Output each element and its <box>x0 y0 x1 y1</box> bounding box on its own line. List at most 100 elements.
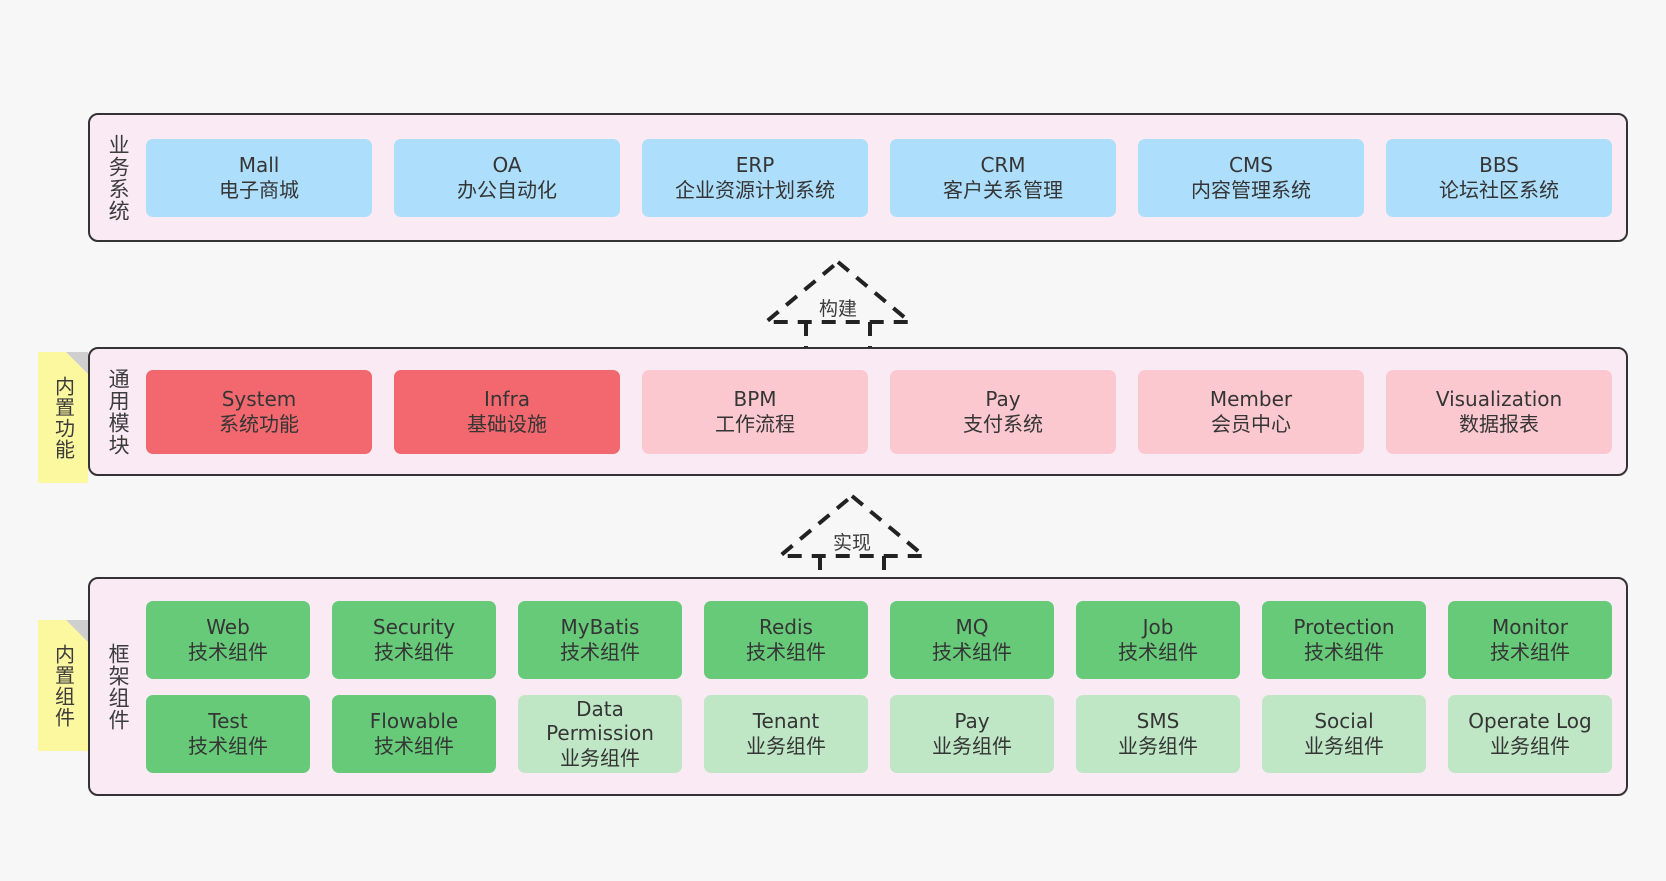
card-subtitle: 业务组件 <box>1118 733 1198 758</box>
note-fold-corner-icon <box>66 620 88 642</box>
card-bbs[interactable]: BBS 论坛社区系统 <box>1386 138 1612 217</box>
card-subtitle: 系统功能 <box>219 411 299 436</box>
card-redis[interactable]: Redis 技术组件 <box>704 600 868 679</box>
card-erp[interactable]: ERP 企业资源计划系统 <box>642 138 868 217</box>
layer-row: Mall 电子商城 OA 办公自动化 ERP 企业资源计划系统 CRM 客户关系… <box>146 138 1612 217</box>
layer-row: Web 技术组件 Security 技术组件 MyBatis 技术组件 Redi… <box>146 600 1612 679</box>
card-operate-log[interactable]: Operate Log 业务组件 <box>1448 694 1612 773</box>
card-subtitle: 会员中心 <box>1211 411 1291 436</box>
card-title: BPM <box>733 387 777 412</box>
layer-title-common-module: 通用模块 <box>106 367 131 456</box>
card-title: Protection <box>1293 615 1395 640</box>
card-subtitle: 技术组件 <box>374 639 454 664</box>
card-title: Redis <box>759 615 813 640</box>
card-flowable[interactable]: Flowable 技术组件 <box>332 694 496 773</box>
card-pay[interactable]: Pay 支付系统 <box>890 369 1116 454</box>
card-bpm[interactable]: BPM 工作流程 <box>642 369 868 454</box>
card-job[interactable]: Job 技术组件 <box>1076 600 1240 679</box>
card-title: Visualization <box>1435 387 1563 412</box>
card-subtitle: 支付系统 <box>963 411 1043 436</box>
connector-build: 构建 <box>758 256 918 354</box>
layer-business-system: 业务系统 Mall 电子商城 OA 办公自动化 ERP 企业资源计划系统 CRM… <box>88 113 1628 242</box>
card-subtitle: 电子商城 <box>219 177 299 202</box>
card-subtitle: 基础设施 <box>467 411 547 436</box>
layer-title-business-system: 业务系统 <box>106 133 131 222</box>
layer-body-common-module: System 系统功能 Infra 基础设施 BPM 工作流程 Pay 支付系统… <box>146 349 1626 474</box>
card-subtitle: 技术组件 <box>932 639 1012 664</box>
note-builtin-component: 内置组件 <box>38 620 88 751</box>
card-title: SMS <box>1136 709 1180 734</box>
card-subtitle: 技术组件 <box>1490 639 1570 664</box>
card-protection[interactable]: Protection 技术组件 <box>1262 600 1426 679</box>
card-title: Security <box>372 615 456 640</box>
card-social[interactable]: Social 业务组件 <box>1262 694 1426 773</box>
card-subtitle: 工作流程 <box>715 411 795 436</box>
card-title: Infra <box>483 387 531 412</box>
card-mq[interactable]: MQ 技术组件 <box>890 600 1054 679</box>
layer-body-business-system: Mall 电子商城 OA 办公自动化 ERP 企业资源计划系统 CRM 客户关系… <box>146 115 1626 240</box>
note-builtin-feature: 内置功能 <box>38 352 88 483</box>
card-test[interactable]: Test 技术组件 <box>146 694 310 773</box>
card-member[interactable]: Member 会员中心 <box>1138 369 1364 454</box>
card-subtitle: 技术组件 <box>188 639 268 664</box>
card-pay-component[interactable]: Pay 业务组件 <box>890 694 1054 773</box>
card-title: Pay <box>985 387 1021 412</box>
card-data-permission[interactable]: Data Permission 业务组件 <box>518 694 682 773</box>
card-title: Flowable <box>369 709 459 734</box>
layer-common-module: 通用模块 System 系统功能 Infra 基础设施 BPM 工作流程 Pay… <box>88 347 1628 476</box>
card-subtitle: 内容管理系统 <box>1191 177 1311 202</box>
card-subtitle: 论坛社区系统 <box>1439 177 1559 202</box>
card-title: Data Permission <box>546 696 654 746</box>
card-visualization[interactable]: Visualization 数据报表 <box>1386 369 1612 454</box>
card-title: Member <box>1209 387 1293 412</box>
layer-row: Test 技术组件 Flowable 技术组件 Data Permission … <box>146 694 1612 773</box>
card-subtitle: 技术组件 <box>1304 639 1384 664</box>
note-label: 内置功能 <box>51 375 76 460</box>
connector-build-label: 构建 <box>818 298 858 320</box>
card-tenant[interactable]: Tenant 业务组件 <box>704 694 868 773</box>
card-oa[interactable]: OA 办公自动化 <box>394 138 620 217</box>
card-mall[interactable]: Mall 电子商城 <box>146 138 372 217</box>
card-subtitle: 技术组件 <box>746 639 826 664</box>
card-security[interactable]: Security 技术组件 <box>332 600 496 679</box>
card-subtitle: 业务组件 <box>560 745 640 770</box>
layer-row: System 系统功能 Infra 基础设施 BPM 工作流程 Pay 支付系统… <box>146 369 1612 454</box>
layer-body-framework-component: Web 技术组件 Security 技术组件 MyBatis 技术组件 Redi… <box>146 579 1626 794</box>
card-title: Job <box>1142 615 1174 640</box>
card-title: MyBatis <box>560 615 640 640</box>
card-title: ERP <box>735 153 775 178</box>
card-title: Mall <box>238 153 280 178</box>
card-subtitle: 技术组件 <box>560 639 640 664</box>
card-subtitle: 业务组件 <box>746 733 826 758</box>
card-title: Operate Log <box>1468 709 1592 734</box>
card-subtitle: 企业资源计划系统 <box>675 177 835 202</box>
card-subtitle: 数据报表 <box>1459 411 1539 436</box>
card-infra[interactable]: Infra 基础设施 <box>394 369 620 454</box>
card-subtitle: 办公自动化 <box>457 177 557 202</box>
card-subtitle: 业务组件 <box>932 733 1012 758</box>
card-sms[interactable]: SMS 业务组件 <box>1076 694 1240 773</box>
card-subtitle: 技术组件 <box>188 733 268 758</box>
card-system[interactable]: System 系统功能 <box>146 369 372 454</box>
card-mybatis[interactable]: MyBatis 技术组件 <box>518 600 682 679</box>
card-subtitle: 客户关系管理 <box>943 177 1063 202</box>
card-title: Monitor <box>1491 615 1569 640</box>
card-title: Tenant <box>752 709 820 734</box>
card-crm[interactable]: CRM 客户关系管理 <box>890 138 1116 217</box>
card-cms[interactable]: CMS 内容管理系统 <box>1138 138 1364 217</box>
card-monitor[interactable]: Monitor 技术组件 <box>1448 600 1612 679</box>
card-title: MQ <box>955 615 989 640</box>
card-title: Social <box>1314 709 1374 734</box>
note-fold-corner-icon <box>66 352 88 374</box>
card-title: System <box>221 387 297 412</box>
card-title: CRM <box>980 153 1026 178</box>
card-title: Test <box>208 709 248 734</box>
card-title: BBS <box>1479 153 1519 178</box>
card-title: Pay <box>954 709 990 734</box>
card-web[interactable]: Web 技术组件 <box>146 600 310 679</box>
card-subtitle: 业务组件 <box>1304 733 1384 758</box>
card-subtitle: 业务组件 <box>1490 733 1570 758</box>
layer-title-framework-component: 框架组件 <box>106 642 131 731</box>
card-subtitle: 技术组件 <box>374 733 454 758</box>
